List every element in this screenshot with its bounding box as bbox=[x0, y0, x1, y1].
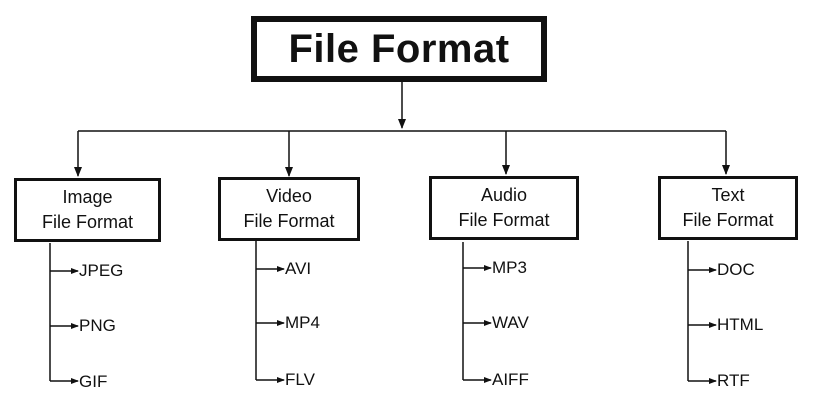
leaf-jpeg: JPEG bbox=[79, 261, 124, 280]
root-node: File Format bbox=[251, 16, 547, 82]
leaf-mp4: MP4 bbox=[285, 313, 320, 332]
root-title: File Format bbox=[288, 26, 510, 71]
leaf-wav: WAV bbox=[492, 313, 529, 332]
leaf-aiff: AIFF bbox=[492, 370, 529, 389]
category-audio: Audio File Format bbox=[429, 176, 579, 240]
category-image-line2: File Format bbox=[41, 212, 133, 232]
leaf-html: HTML bbox=[717, 315, 764, 334]
category-image: Image File Format bbox=[14, 178, 161, 242]
category-video-line1: Video bbox=[266, 186, 312, 206]
category-text-line2: File Format bbox=[682, 210, 774, 230]
category-image-line1: Image bbox=[62, 187, 113, 207]
category-text: Text File Format bbox=[658, 176, 798, 240]
leaf-flv: FLV bbox=[285, 370, 315, 389]
leaf-png: PNG bbox=[79, 316, 116, 335]
leaf-rtf: RTF bbox=[717, 371, 750, 390]
category-video-line2: File Format bbox=[243, 211, 335, 231]
leaf-avi: AVI bbox=[285, 259, 312, 278]
category-audio-line2: File Format bbox=[458, 210, 550, 230]
leaf-doc: DOC bbox=[717, 260, 755, 279]
category-video: Video File Format bbox=[218, 177, 360, 241]
leaf-gif: GIF bbox=[79, 372, 108, 391]
category-text-line1: Text bbox=[711, 185, 745, 205]
leaf-mp3: MP3 bbox=[492, 258, 527, 277]
category-audio-line1: Audio bbox=[480, 185, 528, 205]
